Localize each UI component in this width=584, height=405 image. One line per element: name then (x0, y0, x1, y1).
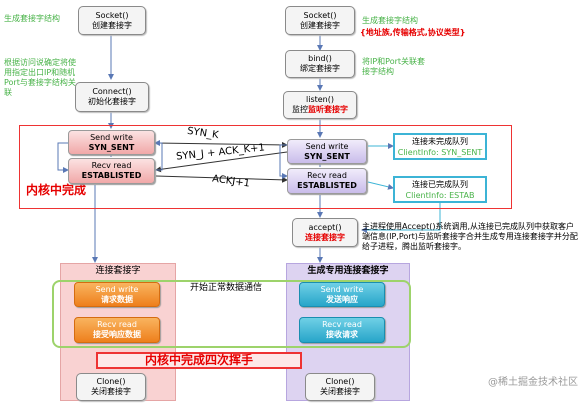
server-kernel-recv-line1: Recv read (307, 171, 347, 180)
server-bind-title: bind() (308, 54, 332, 63)
client-kernel-send-line2: SYN_SENT (88, 142, 135, 152)
complete-queue: 连接已完成队列 ClientInfo: ESTAB (393, 176, 487, 203)
kernel-label: 内核中完成 (26, 183, 87, 197)
server-bind-box: bind() 绑定套接字 (285, 50, 355, 78)
accept-note: 主进程使用Accept()系统调用,从连接已完成队列中获取客户端信息(IP,Po… (362, 222, 578, 251)
server-bind-desc: 绑定套接字 (300, 64, 340, 73)
server-socket-title: Socket() (303, 10, 337, 20)
client-recv-state: Recv read 接受响应数据 (74, 317, 160, 343)
kernel-region (19, 125, 512, 209)
server-socket-desc: 创建套接字 (300, 20, 340, 30)
watermark: @稀土掘金技术社区 (488, 377, 578, 388)
client-connect-box: Connect() 初始化套接字 (75, 82, 149, 112)
complete-queue-title: 连接已完成队列 (412, 180, 468, 189)
server-listen-desc-prefix: 监控 (292, 105, 308, 114)
client-socket-box: Socket() 创建套接字 (78, 6, 146, 35)
client-send-line1: Send write (95, 284, 139, 294)
data-comm-label: 开始正常数据通信 (190, 283, 263, 293)
server-bind-note: 将IP和Port关联套接字结构 (362, 57, 426, 76)
server-close-box: Clone() 关闭套接字 (305, 373, 375, 401)
server-listen-desc: 监控监听套接字 (292, 105, 348, 115)
server-listen-title: listen() (306, 95, 334, 104)
complete-queue-info: ClientInfo: ESTAB (405, 191, 475, 200)
server-kernel-send: Send write SYN_SENT (287, 139, 367, 164)
client-send-state: Send write 请求数据 (74, 282, 160, 307)
server-send-line2: 发送响应 (326, 294, 358, 304)
accept-desc: 连接套接字 (305, 232, 345, 242)
incomplete-queue: 连接未完成队列 ClientInfo: SYN_SENT (393, 133, 487, 160)
client-connect-title: Connect() (92, 87, 132, 96)
server-socket-box: Socket() 创建套接字 (285, 6, 355, 35)
client-kernel-recv: Recv read ESTABLISTED (68, 158, 155, 184)
client-kernel-recv-line2: ESTABLISTED (81, 171, 142, 180)
server-recv-line1: Recv read (322, 320, 362, 329)
server-kernel-recv: Recv read ESTABLISTED (287, 168, 367, 194)
server-socket-note: 生成套接字结构 (362, 16, 418, 25)
server-send-line1: Send write (320, 284, 364, 294)
client-socket-note: 生成套接字结构 (4, 14, 60, 23)
client-close-box: Clone() 关闭套接字 (76, 373, 146, 401)
server-send-state: Send write 发送响应 (299, 282, 385, 307)
close-label: 内核中完成四次挥手 (144, 353, 253, 367)
close-region (96, 352, 302, 369)
client-recv-line1: Recv read (97, 320, 137, 329)
client-connect-desc: 初始化套接字 (88, 97, 136, 106)
server-close-desc: 关闭套接字 (320, 387, 360, 396)
server-kernel-recv-line2: ESTABLISTED (297, 181, 357, 190)
server-panel-title: 生成专用连接套接字 (307, 266, 389, 276)
server-recv-state: Recv read 接收请求 (299, 317, 385, 343)
server-listen-desc-highlight: 监听套接字 (308, 105, 348, 114)
client-close-desc: 关闭套接字 (91, 387, 131, 396)
client-kernel-send: Send write SYN_SENT (68, 130, 155, 155)
server-kernel-send-line1: Send write (305, 141, 349, 151)
server-socket-note-sub: {地址族,传输格式,协议类型} (360, 28, 466, 37)
client-connect-note: 根据访问说确定将使用指定出口IP和随机Port与套接字结构关联 (4, 58, 76, 97)
client-socket-title: Socket() (95, 10, 129, 20)
client-kernel-send-line1: Send write (90, 132, 133, 142)
accept-box: accept() 连接套接字 (292, 218, 358, 247)
client-recv-line2: 接受响应数据 (93, 330, 141, 339)
server-close-title: Clone() (325, 377, 355, 386)
client-send-line2: 请求数据 (101, 294, 133, 304)
accept-title: accept() (308, 222, 342, 232)
data-comm-region (52, 280, 411, 348)
incomplete-queue-title: 连接未完成队列 (412, 137, 468, 146)
server-listen-box: listen() 监控监听套接字 (283, 91, 357, 119)
server-kernel-send-line2: SYN_SENT (304, 151, 350, 161)
client-kernel-recv-line1: Recv read (91, 161, 132, 170)
client-socket-desc: 创建套接字 (92, 20, 132, 30)
incomplete-queue-info: ClientInfo: SYN_SENT (397, 148, 483, 157)
client-panel-title: 连接套接字 (95, 266, 141, 276)
server-recv-line2: 接收请求 (326, 330, 358, 339)
client-close-title: Clone() (96, 377, 126, 386)
